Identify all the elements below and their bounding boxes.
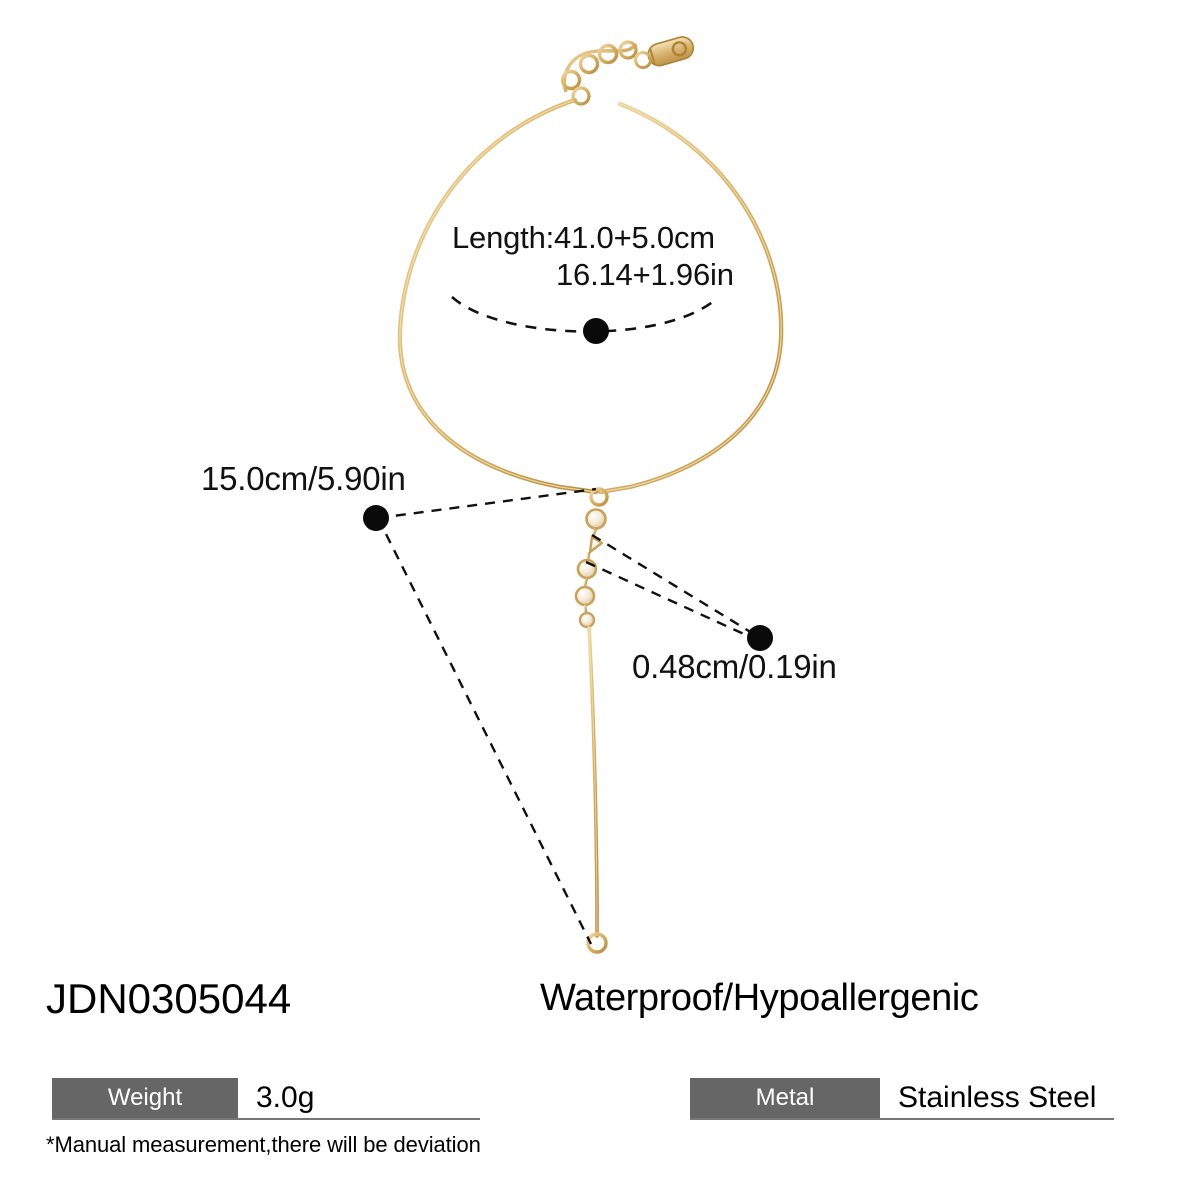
spec-label-weight: Weight bbox=[52, 1078, 238, 1118]
product-sku: JDN0305044 bbox=[46, 975, 292, 1022]
drop-length-callout: 15.0cm/5.90in bbox=[201, 460, 406, 497]
charm-size-callout: 0.48cm/0.19in bbox=[632, 648, 837, 685]
spec-label-metal: Metal bbox=[690, 1078, 880, 1118]
length-callout-line1: Length:41.0+5.0cm bbox=[452, 220, 715, 255]
product-feature-text: Waterproof/Hypoallergenic bbox=[540, 977, 979, 1019]
length-marker-dot bbox=[583, 318, 609, 344]
spec-row-weight: Weight 3.0g bbox=[52, 1078, 480, 1120]
spec-value-weight: 3.0g bbox=[256, 1081, 315, 1114]
length-callout-line2: 16.14+1.96in bbox=[556, 257, 734, 292]
measurement-lines bbox=[363, 296, 773, 945]
spec-row-metal: Metal Stainless Steel bbox=[690, 1078, 1114, 1120]
drop-length-marker-dot bbox=[363, 505, 389, 531]
necklace-chain bbox=[397, 97, 784, 495]
clasp-and-extender bbox=[560, 36, 695, 106]
charm-size-marker-dot bbox=[747, 625, 773, 651]
measurement-disclaimer: *Manual measurement,there will be deviat… bbox=[46, 1132, 481, 1157]
spec-value-metal: Stainless Steel bbox=[898, 1081, 1097, 1114]
pendant-drop bbox=[574, 487, 609, 954]
